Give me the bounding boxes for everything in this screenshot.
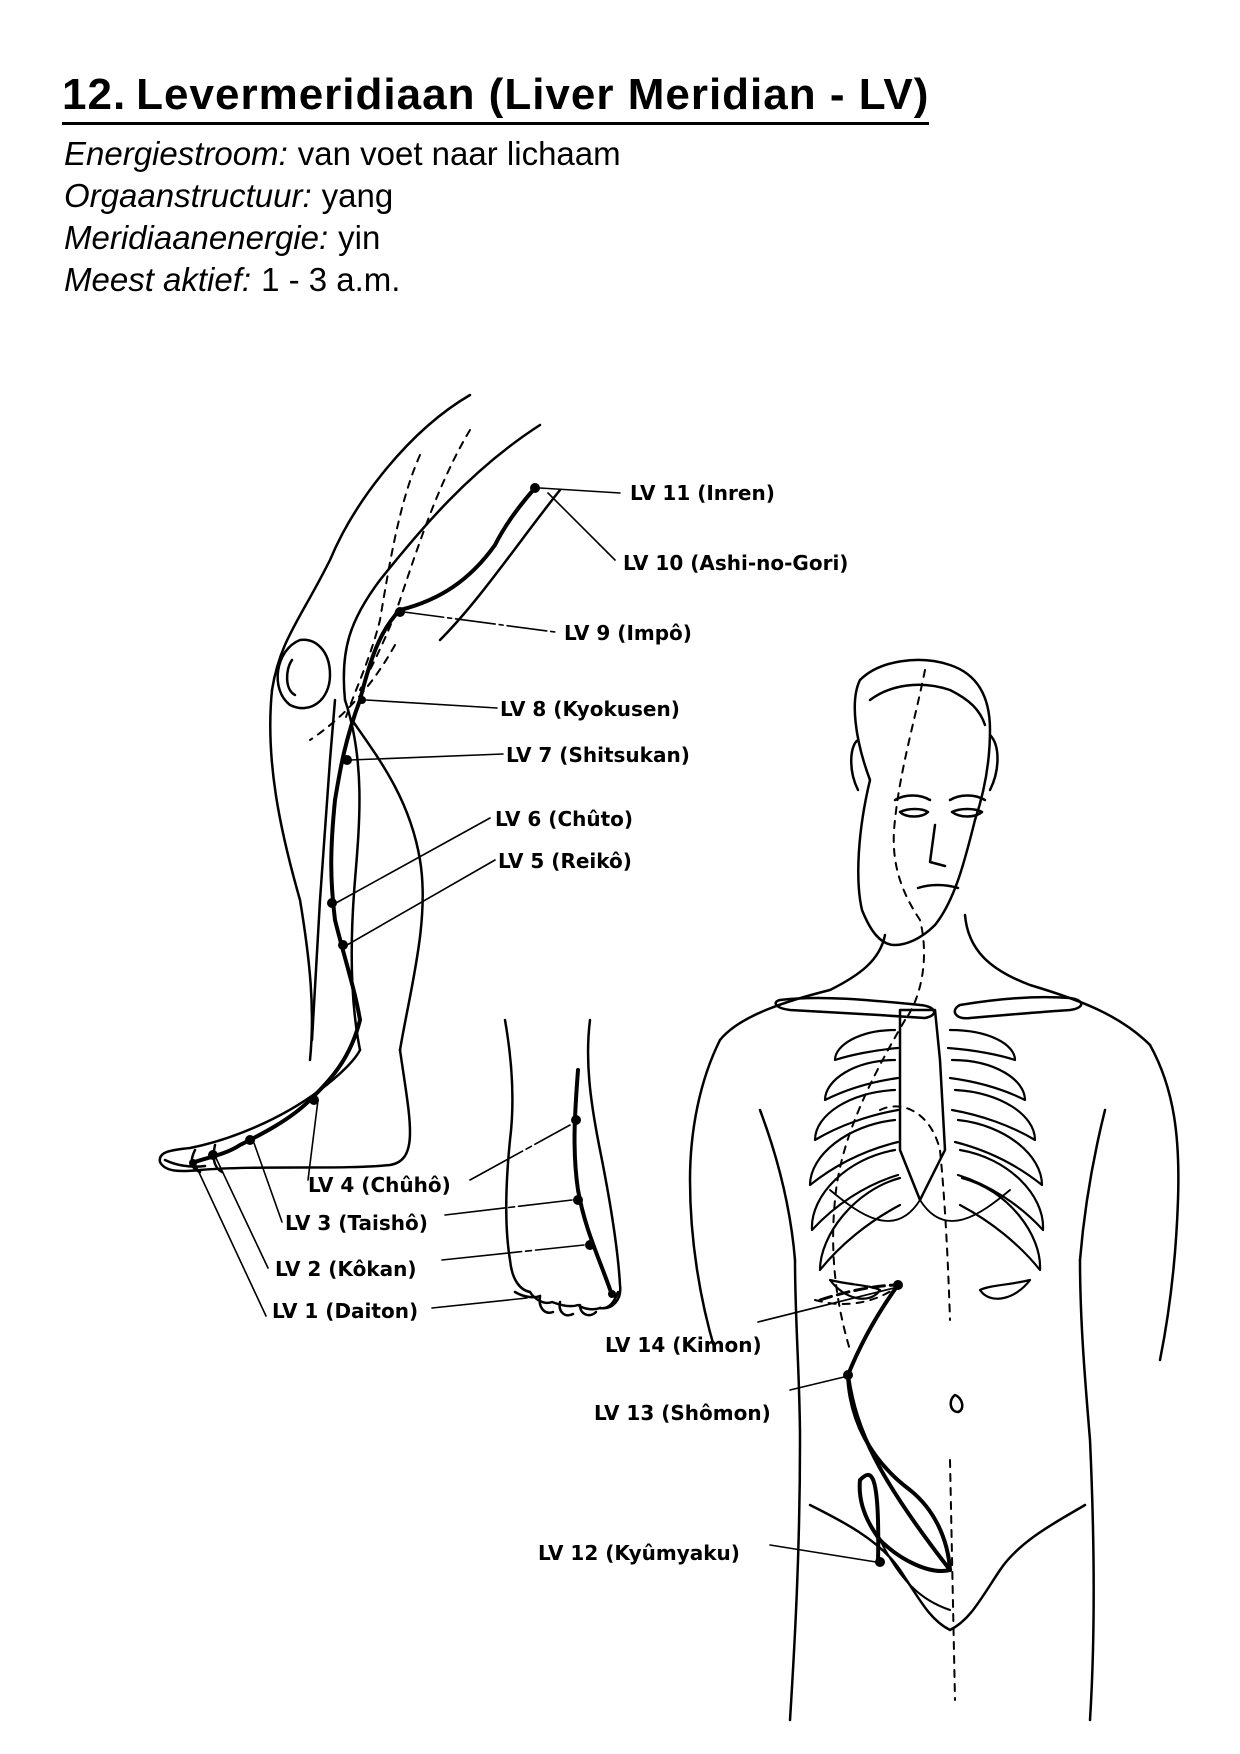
ribcage	[810, 1030, 1043, 1299]
leg-outline	[160, 395, 560, 1172]
torso-leader-lines	[758, 1288, 894, 1562]
label-lv3: LV 3 (Taishô)	[285, 1211, 428, 1235]
label-lv9: LV 9 (Impô)	[564, 621, 692, 645]
label-lv7: LV 7 (Shitsukan)	[506, 743, 690, 767]
label-lv1: LV 1 (Daiton)	[272, 1299, 418, 1323]
label-lv11: LV 11 (Inren)	[630, 481, 775, 505]
label-lv10: LV 10 (Ashi-no-Gori)	[623, 551, 848, 575]
meridian-path-inguinal	[848, 1375, 950, 1570]
label-lv14: LV 14 (Kimon)	[605, 1333, 762, 1357]
label-lv6: LV 6 (Chûto)	[495, 807, 633, 831]
navel	[951, 1395, 963, 1412]
torso-outline	[690, 660, 1178, 1720]
leg-dashed-lines	[310, 430, 470, 740]
label-lv4: LV 4 (Chûhô)	[308, 1173, 451, 1197]
label-lv2: LV 2 (Kôkan)	[275, 1257, 417, 1281]
label-lv8: LV 8 (Kyokusen)	[500, 697, 680, 721]
label-lv12: LV 12 (Kyûmyaku)	[538, 1541, 740, 1565]
label-lv5: LV 5 (Reikô)	[498, 849, 632, 873]
label-lv13: LV 13 (Shômon)	[594, 1401, 771, 1425]
